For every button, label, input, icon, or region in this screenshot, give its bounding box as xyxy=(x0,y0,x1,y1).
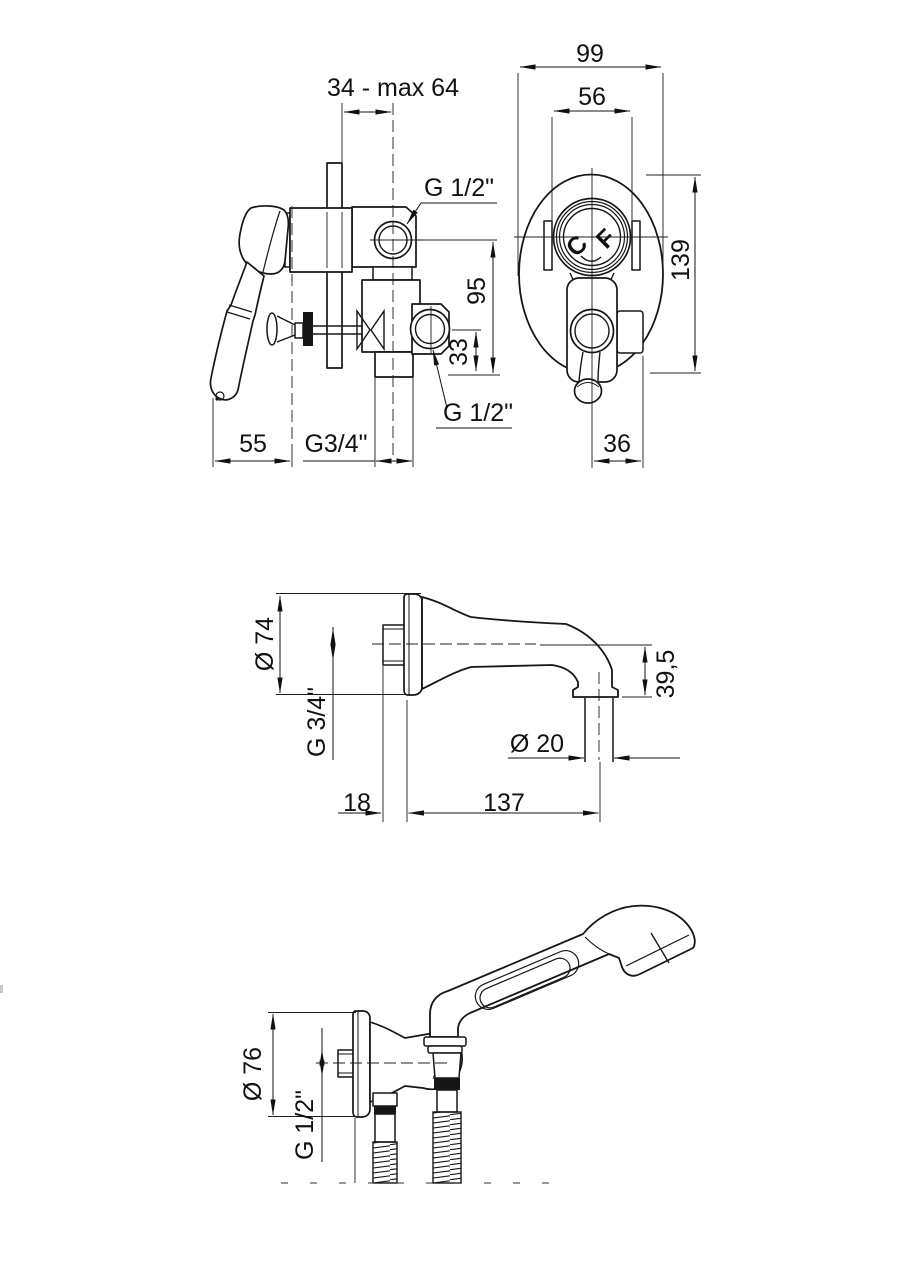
dim-connection-thread: G 3/4" xyxy=(303,687,331,757)
side-outlet-front xyxy=(616,310,644,354)
bracket-wall-flange xyxy=(352,1010,371,1118)
hose-right-connector xyxy=(432,1052,462,1079)
dim-shower-connection-thread: G 1/2" xyxy=(291,1090,319,1160)
spout-thread-spigot xyxy=(382,624,406,666)
hose-seat-lower xyxy=(427,1045,463,1054)
diverter-neck xyxy=(294,322,304,339)
valve-cone-right xyxy=(370,308,385,352)
handle-lever xyxy=(209,261,265,401)
dim-outlet-diameter: Ø 20 xyxy=(510,730,564,758)
dim-plate-width: 99 xyxy=(576,40,604,68)
dim-bracket-flange-diameter: Ø 76 xyxy=(239,1047,267,1101)
spout-thread-lines xyxy=(383,628,405,662)
dim-bottom-outlet-thread: G3/4" xyxy=(304,430,367,458)
lever-tip-detail xyxy=(215,391,225,401)
dim-spout-reach: 137 xyxy=(483,789,525,817)
leader-g12-top xyxy=(406,202,422,225)
dim-flange-diameter: Ø 74 xyxy=(251,617,279,671)
page-edge-mark xyxy=(0,985,3,993)
dial-arc-mark xyxy=(580,255,602,262)
dial-tab-right xyxy=(631,220,641,271)
dim-installation-depth: 34 - max 64 xyxy=(327,74,459,102)
handshower xyxy=(429,904,696,1038)
spray-face-tick xyxy=(650,932,670,964)
dim-handle-projection: 55 xyxy=(239,430,267,458)
dim-outlet-height: 39,5 xyxy=(652,650,680,699)
lever-ball-highlight xyxy=(576,382,600,388)
lever-ring-band xyxy=(226,304,253,320)
diverter-stem xyxy=(313,325,362,335)
handshower-grip-outer xyxy=(474,949,580,1011)
bracket-thread-lines xyxy=(338,1053,353,1074)
dim-handle-offset: 36 xyxy=(603,430,631,458)
lever-tip-dot xyxy=(215,397,219,401)
bottom-outlet-block xyxy=(374,351,414,378)
hose-left-nut xyxy=(374,1106,396,1114)
dim-top-outlet-height: 95 xyxy=(463,277,491,305)
handshower-grip-inner xyxy=(479,957,571,1009)
lever-arm-front xyxy=(578,351,601,382)
diverter-knob-cap xyxy=(266,312,278,346)
side-outlet-port-inner xyxy=(414,313,446,345)
view-spout: Ø 74 G 3/4" 39,5 Ø 20 18 137 xyxy=(251,593,680,822)
hose-right-ribbed xyxy=(432,1111,462,1184)
dim-top-outlet-thread: G 1/2" xyxy=(424,174,494,202)
dim-flange-depth: 18 xyxy=(343,789,371,817)
view-mixer-front: C F 99 56 139 36 xyxy=(514,40,701,468)
dim-side-outlet-thread: G 1/2" xyxy=(443,399,513,427)
hose-seat-upper xyxy=(423,1036,467,1047)
dim-plate-height: 139 xyxy=(667,239,695,281)
spout-wall-flange xyxy=(403,593,423,696)
handle-neck-joint xyxy=(584,936,610,955)
hose-left-tube xyxy=(374,1113,396,1143)
view-handshower: Ø 76 G 1/2" xyxy=(239,904,696,1184)
leader-g12-side xyxy=(432,349,448,409)
dim-side-outlet-height: 33 xyxy=(445,338,473,366)
dim-dial-diameter: 56 xyxy=(578,83,606,111)
hose-left-ribbed xyxy=(372,1141,398,1184)
spout-body xyxy=(421,596,619,698)
hose-left-connector xyxy=(372,1092,398,1107)
spray-face-rim xyxy=(625,934,690,967)
hose-right-tube xyxy=(436,1089,458,1113)
dial-tab-left xyxy=(543,220,553,271)
diverter-seal xyxy=(303,312,313,346)
cartridge-body xyxy=(289,207,353,273)
view-mixer-side: 34 - max 64 G 1/2" 95 33 G 1/2" 55 G3/4" xyxy=(209,74,513,467)
hose-right-nut xyxy=(434,1078,460,1090)
lever-ball-end xyxy=(573,378,603,404)
side-outlet-port xyxy=(409,308,451,350)
spout-outlet-tube xyxy=(584,698,614,762)
valve-cone-left xyxy=(356,308,371,352)
knob-face-line xyxy=(262,210,281,273)
housing-neck xyxy=(372,266,413,281)
